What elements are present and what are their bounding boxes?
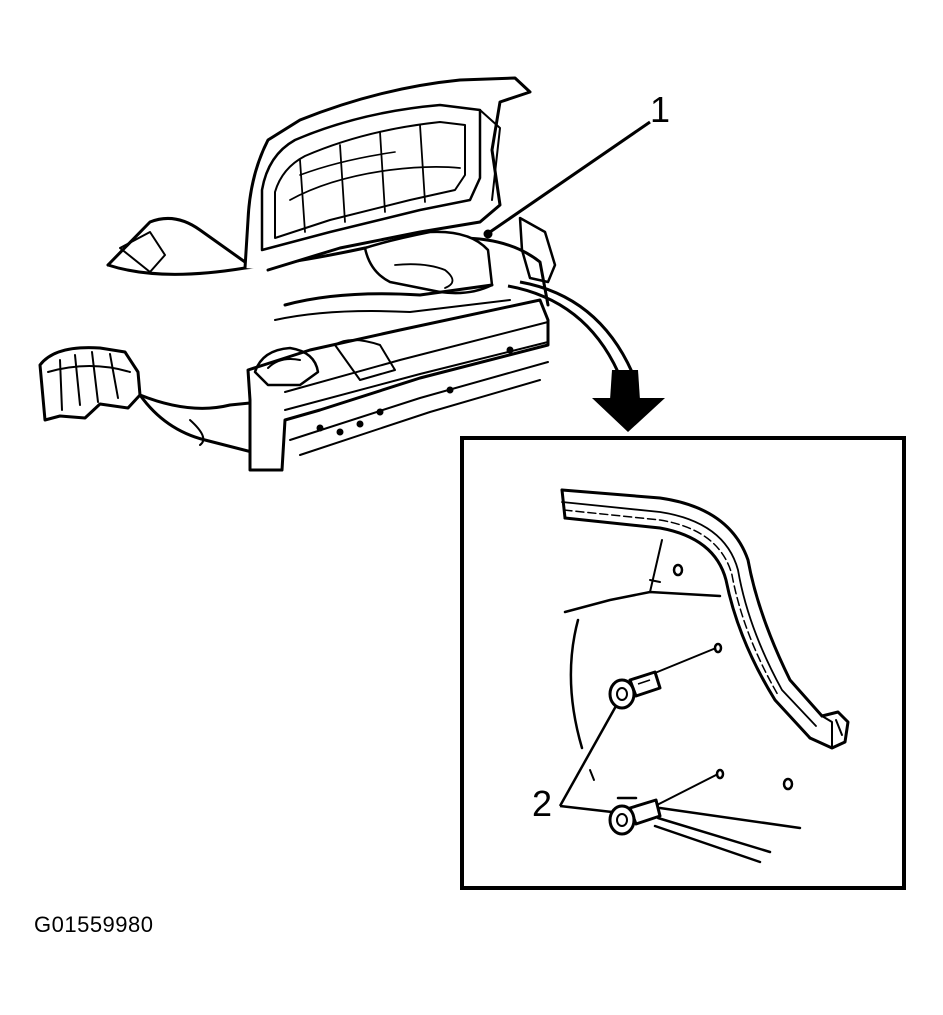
curved-arrow-down-icon	[507, 280, 665, 432]
callout-1: 1	[650, 89, 671, 130]
bolt-lower-icon	[608, 773, 719, 836]
bolt-upper-icon	[608, 647, 717, 710]
figure-id: G01559980	[34, 912, 154, 937]
callout-2: 2	[532, 783, 553, 824]
vehicle-rear-trunk-open	[38, 76, 557, 472]
callout-1-leader	[489, 120, 651, 234]
detail-inset	[460, 436, 906, 890]
body-panel	[563, 539, 802, 864]
callout-2-leaders	[558, 705, 618, 814]
weatherstrip-channel	[560, 488, 850, 750]
